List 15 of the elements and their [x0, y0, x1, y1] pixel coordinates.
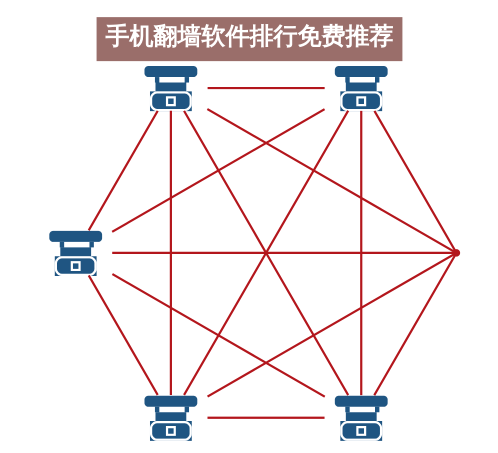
diagram-title: 手机翻墙软件排行免费推荐	[104, 22, 393, 50]
connector	[373, 110, 456, 251]
connector	[206, 254, 454, 398]
connector	[111, 273, 325, 398]
connector	[111, 108, 325, 233]
connector	[206, 108, 454, 252]
node-point	[452, 249, 460, 257]
connector	[112, 252, 453, 254]
connector	[207, 86, 324, 90]
connector	[372, 255, 456, 396]
connector	[206, 416, 324, 419]
connector	[87, 274, 158, 396]
connector	[169, 110, 172, 395]
connector	[360, 110, 362, 396]
connector	[87, 110, 158, 231]
